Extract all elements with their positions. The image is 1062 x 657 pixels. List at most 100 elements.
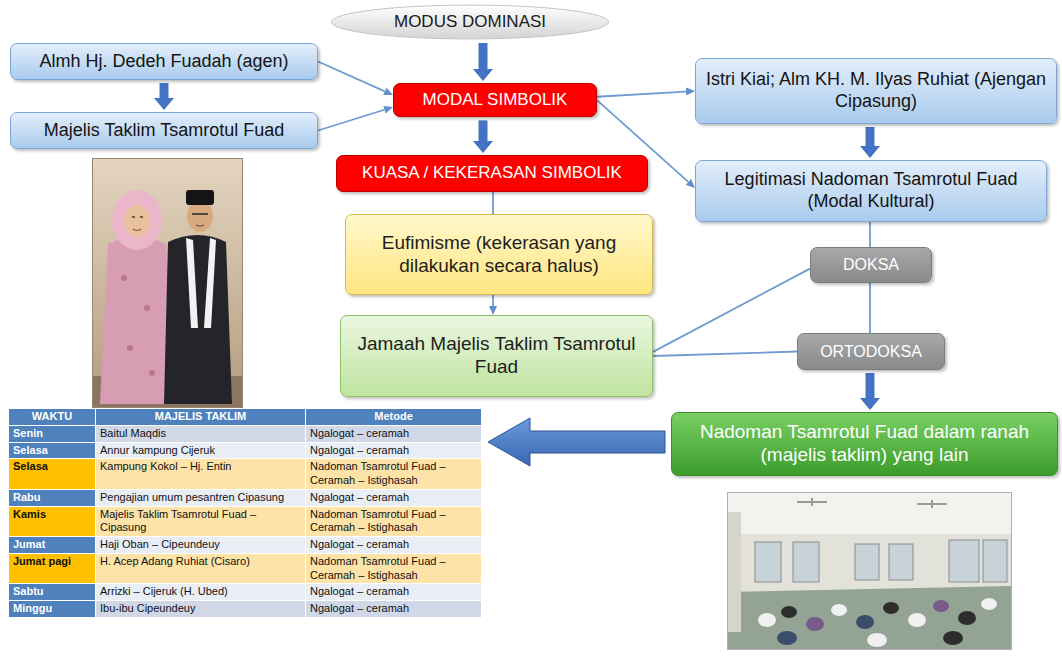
seated-person: [958, 611, 976, 625]
seated-person: [867, 633, 887, 647]
table-cell: Majelis Taklim Tsamrotul Fuad – Cipasung: [96, 506, 306, 537]
table-cell: Minggu: [9, 601, 96, 618]
man-mouth: [196, 225, 204, 226]
photo-background: [92, 158, 243, 408]
man-scarf: [204, 238, 216, 328]
connector-line: [869, 283, 871, 333]
woman-eyes: [132, 216, 143, 218]
seated-person: [777, 631, 797, 645]
node-text: Nadoman Tsamrotul Fuad dalam ranah (maje…: [680, 421, 1049, 467]
hall-window: [755, 542, 781, 582]
seated-person: [908, 613, 926, 627]
seated-person: [781, 606, 797, 618]
connector-line: [597, 92, 686, 97]
table-row: WAKTUMAJELIS TAKLIMMetode: [9, 409, 482, 426]
woman-mouth: [133, 229, 141, 231]
dress-pattern: [127, 345, 133, 351]
table-cell: Haji Oban – Cipeundeuy: [96, 537, 306, 554]
table-cell: Ngalogat – ceramah: [306, 584, 482, 601]
congregation-box: Jamaah Majelis Taklim Tsamrotul Fuad: [340, 315, 653, 397]
node-text: Eufimisme (kekerasan yang dilakukan seca…: [354, 232, 644, 278]
table-cell: Arrizki – Cijeruk (H. Ubed): [96, 584, 306, 601]
table-row: SelasaKampung Kokol – Hj. EntinNadoman T…: [9, 459, 482, 490]
ellipse-shape: [331, 5, 608, 39]
agent-box: Istri Kiai; Alm KH. M. Ilyas Ruhiat (Aje…: [695, 58, 1057, 124]
node-text: ORTODOKSA: [820, 342, 922, 361]
table-cell: Nadoman Tsamrotul Fuad – Ceramah – Istig…: [306, 553, 482, 584]
woman-face: [124, 205, 150, 237]
legitimacy-box: Legitimasi Nadoman Tsamrotul Fuad (Modal…: [695, 160, 1047, 222]
power-box: KUASA / KEKERASAN SIMBOLIK: [336, 155, 648, 192]
agent-box: Almh Hj. Dedeh Fuadah (agen): [10, 43, 318, 80]
seated-person: [943, 631, 963, 645]
table-cell: Senin: [9, 425, 96, 442]
seated-person: [933, 600, 949, 612]
table-cell: Nadoman Tsamrotul Fuad – Ceramah – Istig…: [306, 459, 482, 490]
seated-person: [883, 602, 899, 614]
seated-person: [981, 598, 997, 610]
woman-dress: [100, 237, 174, 404]
table-cell: Pengajian umum pesantren Cipasung: [96, 489, 306, 506]
schedule-table-wrap: WAKTUMAJELIS TAKLIMMetodeSeninBaitul Maq…: [8, 408, 481, 618]
woman-headscarf: [112, 190, 162, 250]
node-text: Istri Kiai; Alm KH. M. Ilyas Ruhiat (Aje…: [704, 69, 1048, 112]
table-row: RabuPengajian umum pesantren CipasungNga…: [9, 489, 482, 506]
pointer-arrow: [488, 418, 665, 466]
table-row: Jumat pagiH. Acep Adang Ruhiat (Cisaro)N…: [9, 553, 482, 584]
table-cell: Selasa: [9, 442, 96, 459]
schedule-table: WAKTUMAJELIS TAKLIMMetodeSeninBaitul Maq…: [8, 408, 482, 618]
node-text: Legitimasi Nadoman Tsamrotul Fuad (Modal…: [704, 169, 1038, 212]
block-arrow: [479, 120, 488, 141]
orthodoxy-box: ORTODOKSA: [797, 333, 945, 370]
start-ellipse: MODUS DOMINASI: [330, 4, 610, 40]
table-row: MingguIbu-ibu CipeundeuyNgalogat – ceram…: [9, 601, 482, 618]
table-cell: Ngalogat – ceramah: [306, 442, 482, 459]
block-arrow: [160, 83, 169, 98]
node-text: MODUS DOMINASI: [394, 12, 546, 32]
table-cell: Annur kampung Cijeruk: [96, 442, 306, 459]
dress-pattern: [121, 275, 127, 281]
connector-line: [492, 295, 494, 306]
doxa-box: DOKSA: [810, 247, 932, 283]
hall-pillar: [727, 512, 741, 632]
connector-line: [653, 269, 810, 352]
node-text: Majelis Taklim Tsamrotul Fuad: [44, 120, 284, 142]
hall-photo: [727, 492, 1012, 650]
table-cell: WAKTU: [9, 409, 96, 426]
table-cell: Ngalogat – ceramah: [306, 425, 482, 442]
agent-box: Majelis Taklim Tsamrotul Fuad: [10, 112, 318, 149]
hall-ceiling: [727, 492, 1012, 534]
table-row: KamisMajelis Taklim Tsamrotul Fuad – Cip…: [9, 506, 482, 537]
connector-line: [318, 62, 385, 92]
man-scarf: [186, 238, 198, 328]
connector-line: [869, 222, 871, 247]
node-text: Almh Hj. Dedeh Fuadah (agen): [39, 51, 288, 73]
table-cell: Nadoman Tsamrotul Fuad – Ceramah – Istig…: [306, 506, 482, 537]
table-cell: Baitul Maqdis: [96, 425, 306, 442]
block-arrow: [866, 373, 875, 398]
table-cell: MAJELIS TAKLIM: [96, 409, 306, 426]
table-cell: Kampung Kokol – Hj. Entin: [96, 459, 306, 490]
table-cell: Metode: [306, 409, 482, 426]
node-text: DOKSA: [843, 255, 899, 274]
hall-window: [949, 540, 979, 582]
man-peci: [186, 190, 214, 205]
result-box: Nadoman Tsamrotul Fuad dalam ranah (maje…: [671, 412, 1058, 476]
connector-line: [653, 352, 797, 357]
hall-window: [793, 542, 819, 582]
block-arrow: [479, 43, 488, 69]
hall-window: [889, 544, 913, 580]
table-row: SeninBaitul MaqdisNgalogat – ceramah: [9, 425, 482, 442]
table-cell: Jumat pagi: [9, 553, 96, 584]
seated-person: [806, 617, 824, 631]
dress-pattern: [149, 370, 155, 376]
table-row: JumatHaji Oban – CipeundeuyNgalogat – ce…: [9, 537, 482, 554]
seated-person: [856, 615, 874, 629]
connector-line: [318, 110, 384, 131]
photo-frame: [93, 159, 243, 408]
table-cell: Ngalogat – ceramah: [306, 601, 482, 618]
table-cell: Jumat: [9, 537, 96, 554]
seated-person: [758, 613, 776, 627]
table-cell: Ngalogat – ceramah: [306, 537, 482, 554]
